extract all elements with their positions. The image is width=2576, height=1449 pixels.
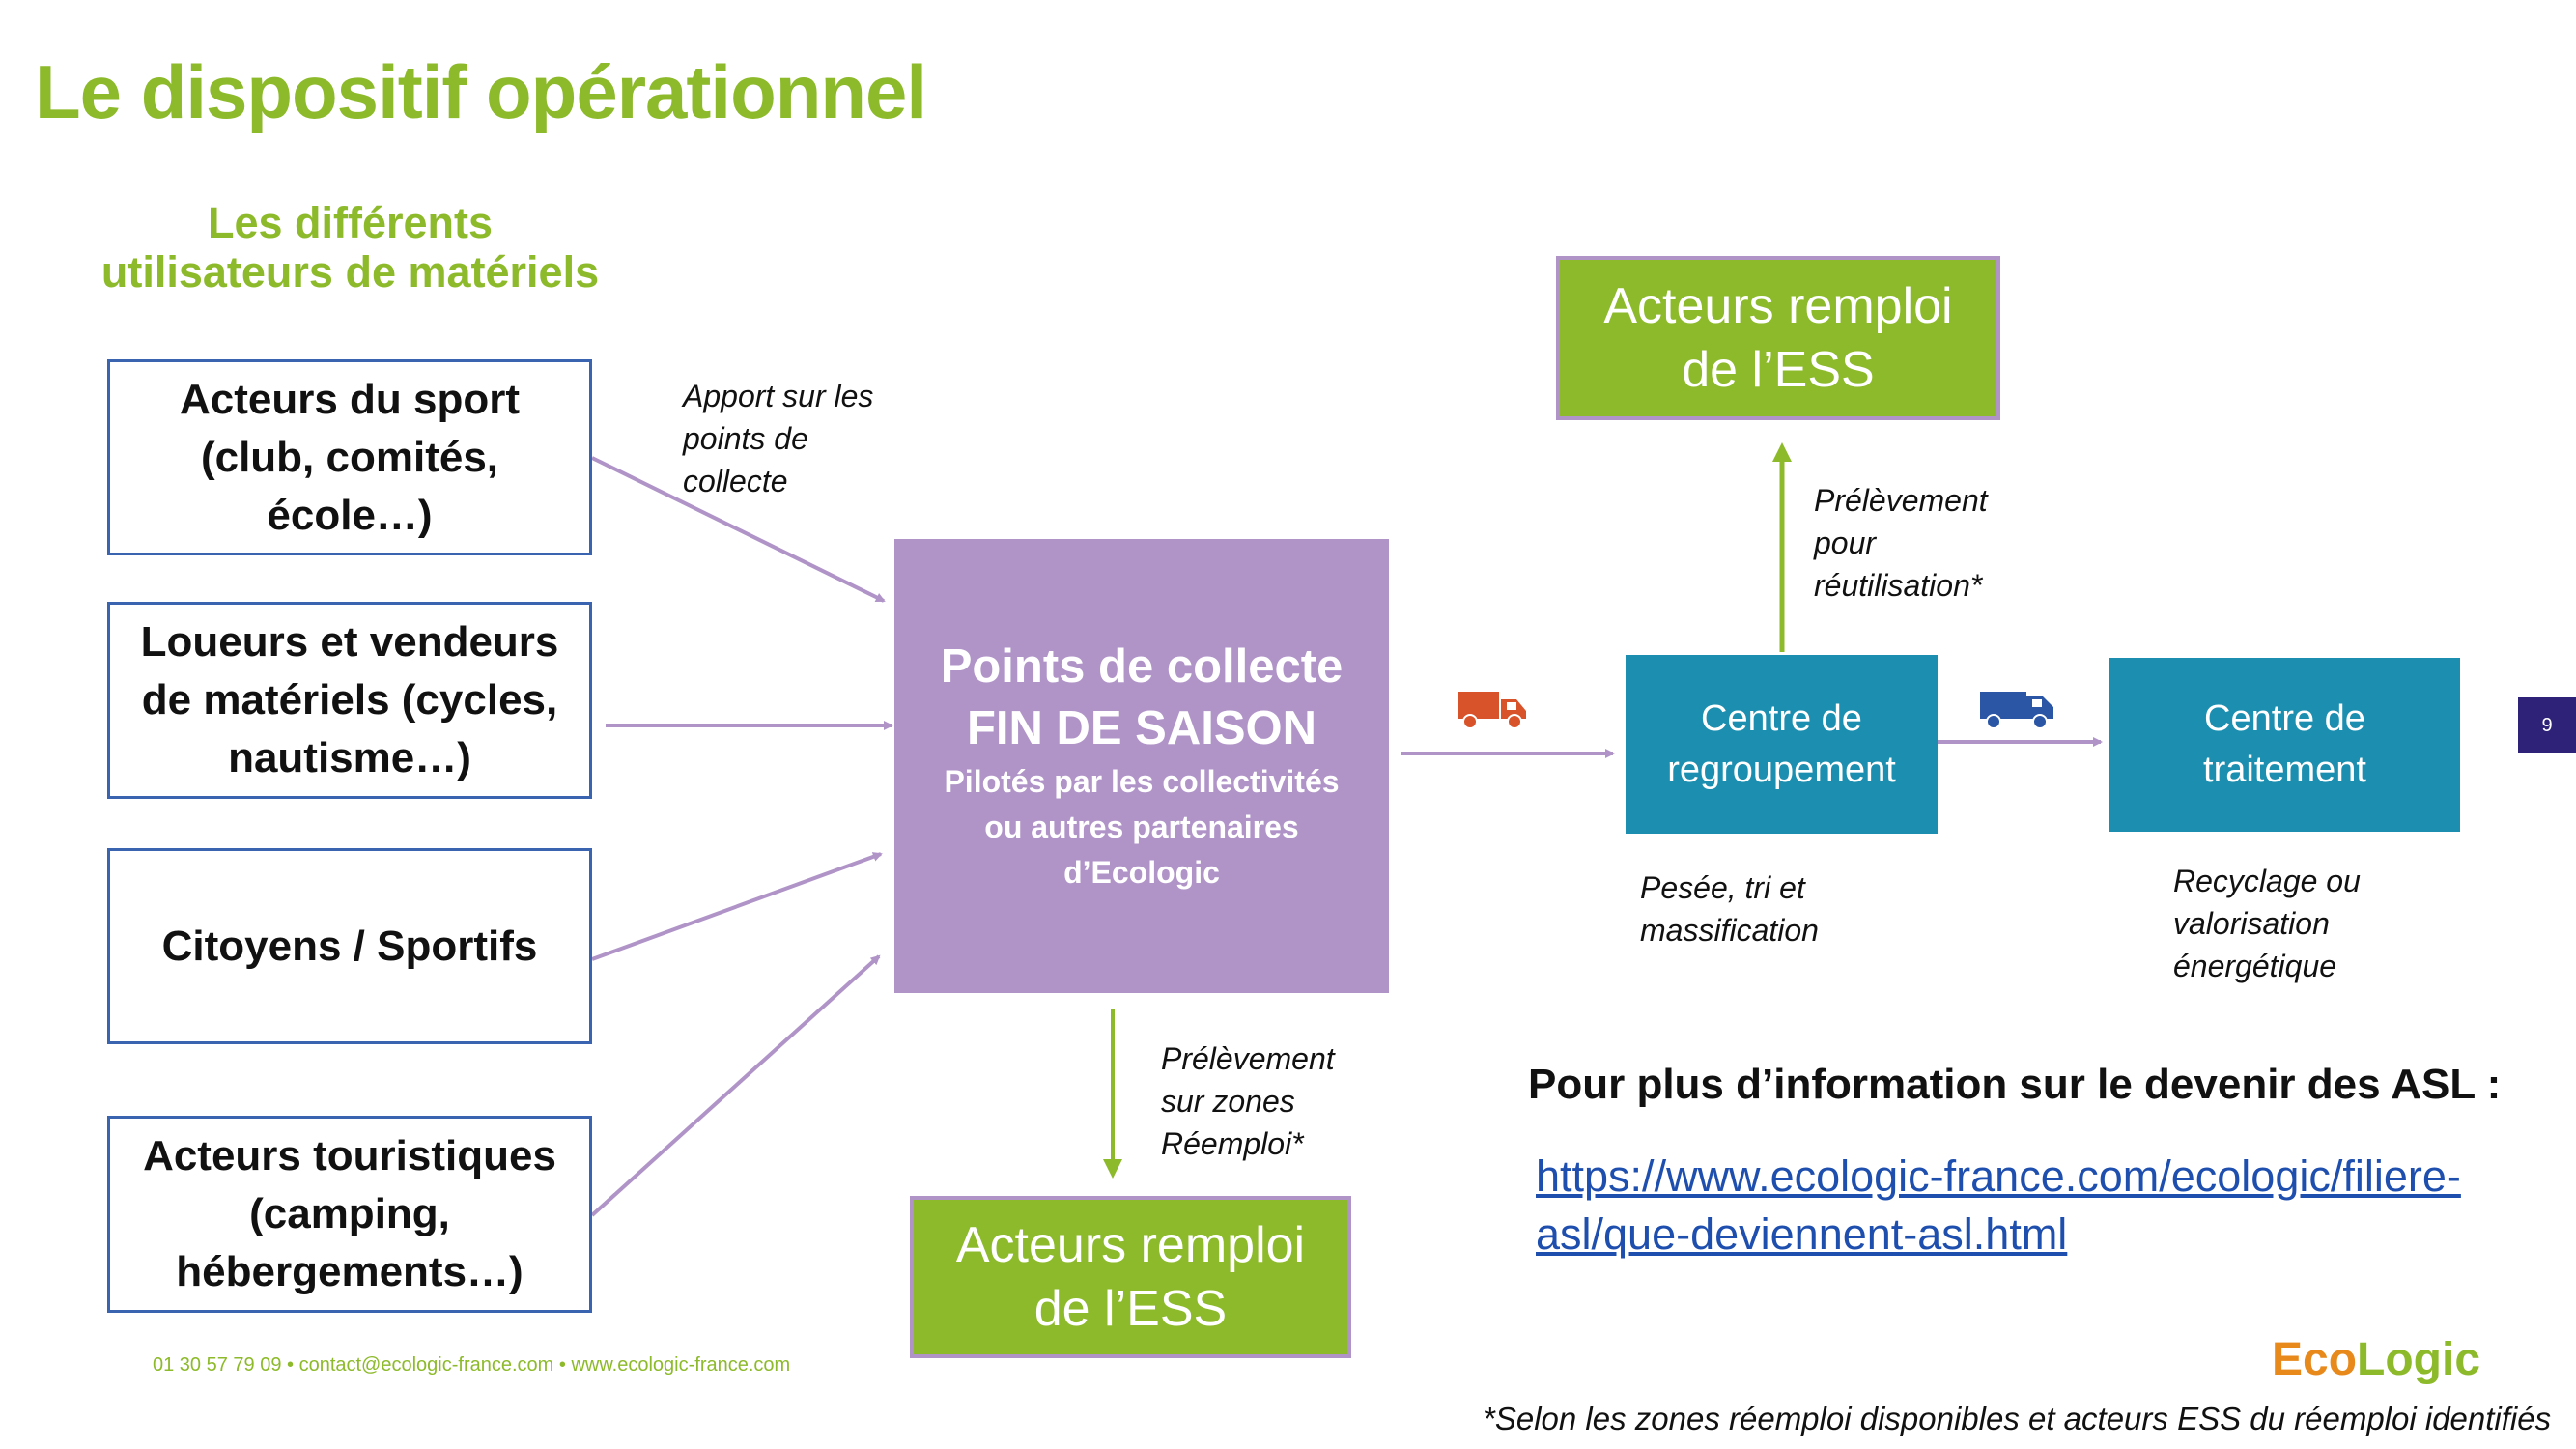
reuse-actors-line2: de l’ESS [1033, 1281, 1228, 1337]
user-box-sport: Acteurs du sport (club, comités, école…) [107, 359, 592, 555]
note-line: Recyclage ou [2173, 864, 2361, 898]
note-line: Réemploi* [1161, 1126, 1304, 1161]
grouping-center-line1: Centre de [1701, 697, 1862, 739]
user-box-citoyens: Citoyens / Sportifs [107, 848, 592, 1044]
note-line: Prélèvement [1161, 1041, 1335, 1076]
footnote: *Selon les zones réemploi disponibles et… [1483, 1401, 2552, 1436]
page-title: Le dispositif opérationnel [35, 49, 927, 134]
truck-icon [1457, 684, 1528, 730]
reuse-actors-top-box: Acteurs remploi de l’ESS [1556, 256, 2000, 420]
note-line: massification [1640, 913, 1819, 948]
collection-sub-line2: ou autres partenaires [984, 810, 1299, 844]
info-link[interactable]: https://www.ecologic-france.com/ecologic… [1536, 1148, 2461, 1264]
note-line: Pesée, tri et [1640, 870, 1805, 905]
users-heading: Les différents utilisateurs de matériels [58, 198, 642, 297]
treatment-center-line2: traitement [2203, 750, 2366, 790]
user-box-line: (club, comités, [200, 433, 499, 481]
apport-note: Apport sur les points de collecte [683, 375, 873, 502]
note-line: points de [683, 421, 808, 456]
grouping-center-line2: regroupement [1667, 749, 1896, 790]
arrow-sport-to-collection [591, 456, 886, 603]
user-box-loueurs: Loueurs et vendeurs de matériels (cycles… [107, 602, 592, 799]
reuse-actors-line1: Acteurs remploi [1603, 278, 1953, 334]
note-line: pour [1814, 526, 1877, 560]
reuse-actors-bottom-box: Acteurs remploi de l’ESS [910, 1196, 1351, 1358]
note-line: énergétique [2173, 949, 2337, 983]
reuse-actors-line1: Acteurs remploi [955, 1217, 1306, 1273]
note-line: réutilisation* [1814, 568, 1983, 603]
arrow-citoyens-to-collection [591, 852, 883, 961]
reuse-actors-line2: de l’ESS [1682, 342, 1875, 398]
grouping-center-box: Centre de regroupement [1626, 655, 1938, 834]
footer-contact: 01 30 57 79 09 • contact@ecologic-france… [153, 1354, 791, 1376]
note-line: valorisation [2173, 906, 2330, 941]
collection-sub-line3: d’Ecologic [1063, 855, 1220, 890]
info-link-line2: asl/que-deviennent-asl.html [1536, 1209, 2068, 1259]
user-box-line: Acteurs touristiques [143, 1132, 556, 1179]
ecologic-logo: EcoLogic [2272, 1333, 2480, 1386]
treatment-center-line1: Centre de [2204, 698, 2365, 739]
info-heading: Pour plus d’information sur le devenir d… [1528, 1061, 2502, 1108]
logo-eco: Eco [2272, 1334, 2358, 1385]
note-line: collecte [683, 464, 788, 498]
users-heading-line2: utilisateurs de matériels [100, 247, 600, 297]
collection-sub-line1: Pilotés par les collectivités [944, 764, 1340, 799]
collection-title-line2: FIN DE SAISON [966, 702, 1317, 754]
user-box-line: nautisme…) [228, 734, 471, 781]
user-box-line: école…) [267, 491, 433, 539]
user-box-line: Loueurs et vendeurs [140, 618, 559, 666]
logo-logic: Logic [2357, 1334, 2481, 1385]
top-reuse-note: Prélèvement pour réutilisation* [1814, 479, 1988, 607]
note-line: Prélèvement [1814, 483, 1988, 518]
collection-point-box: Points de collecte FIN DE SAISON Pilotés… [894, 539, 1389, 993]
user-box-line: Citoyens / Sportifs [161, 922, 538, 970]
page-number: 9 [2518, 697, 2576, 753]
info-link-line1: https://www.ecologic-france.com/ecologic… [1536, 1151, 2461, 1201]
bottom-reuse-note: Prélèvement sur zones Réemploi* [1161, 1037, 1335, 1165]
treatment-center-note: Recyclage ou valorisation énergétique [2173, 860, 2361, 987]
treatment-center-box: Centre de traitement [2109, 658, 2460, 832]
user-box-line: hébergements…) [176, 1248, 524, 1295]
note-line: Apport sur les [683, 379, 874, 413]
grouping-center-note: Pesée, tri et massification [1640, 867, 1819, 952]
user-box-touristiques: Acteurs touristiques (camping, hébergeme… [107, 1116, 592, 1313]
users-heading-line1: Les différents [207, 198, 494, 247]
user-box-line: (camping, [249, 1190, 450, 1237]
collection-title-line1: Points de collecte [940, 640, 1344, 693]
truck-icon [1978, 682, 2057, 730]
user-box-line: de matériels (cycles, [141, 676, 558, 724]
arrow-touristiques-to-collection [590, 954, 881, 1217]
note-line: sur zones [1161, 1084, 1295, 1119]
user-box-line: Acteurs du sport [179, 375, 521, 423]
